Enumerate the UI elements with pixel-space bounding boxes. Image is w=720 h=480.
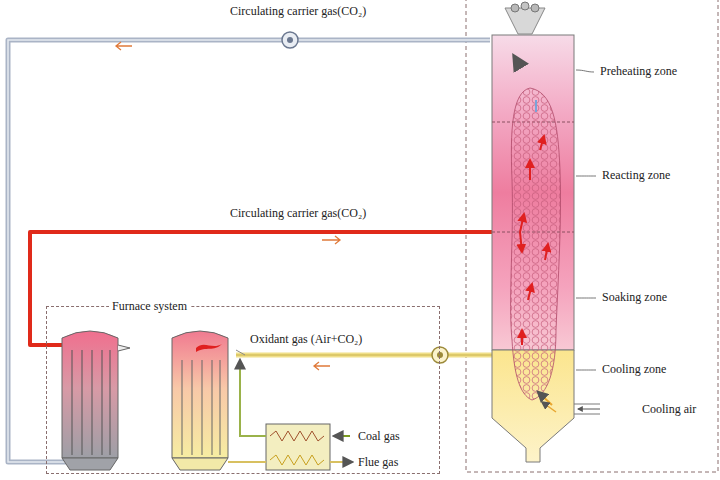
zone-label: Soaking zone — [600, 290, 669, 304]
inlet-label: Cooling air — [640, 402, 698, 416]
inlet-label: Coal gas — [356, 429, 402, 443]
zone-label: Preheating zone — [598, 64, 679, 78]
group-heading: Furnace system — [109, 299, 190, 313]
system-boundary: Furnace system — [46, 306, 440, 474]
pipe-label: Circulating carrier gas(CO₂) — [228, 206, 368, 220]
pipe-label: Oxidant gas (Air+CO₂) — [248, 332, 364, 346]
zone-label: Reacting zone — [600, 168, 672, 182]
outlet-label: Flue gas — [356, 455, 400, 469]
pipe-label: Circulating carrier gas(CO₂) — [228, 4, 368, 18]
zone-label: Cooling zone — [600, 362, 668, 376]
